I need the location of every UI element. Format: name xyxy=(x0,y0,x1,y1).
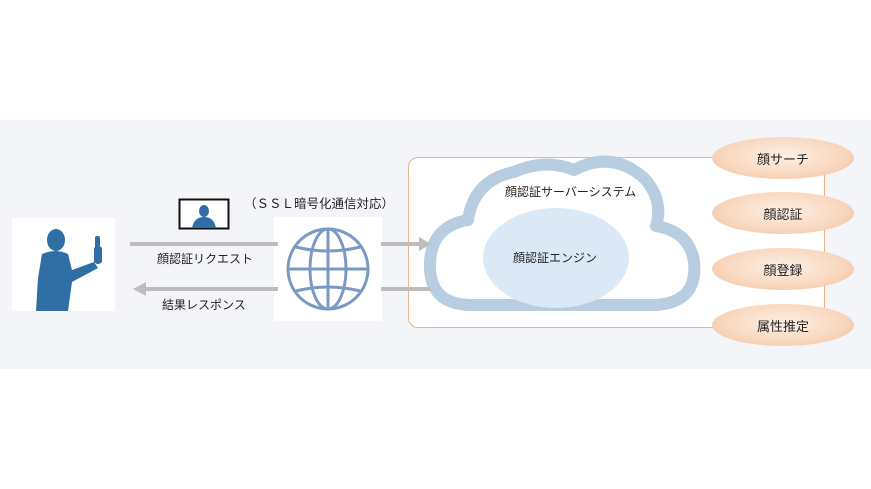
function-label: 顔登録 xyxy=(763,263,803,279)
face-screen-icon xyxy=(178,198,230,230)
internet-globe xyxy=(274,217,382,321)
server-system-label: 顔認証サーバーシステム xyxy=(505,185,637,199)
function-attribute-estimation: 属性推定 xyxy=(712,304,854,346)
engine-ellipse xyxy=(483,208,629,308)
response-label: 結果レスポンス xyxy=(162,298,246,312)
globe-icon xyxy=(286,227,370,311)
function-label: 顔サーチ xyxy=(756,152,809,168)
ssl-label: （ＳＳＬ暗号化通信対応） xyxy=(244,196,395,211)
function-label: 属性推定 xyxy=(756,319,809,335)
user-figure xyxy=(12,218,115,311)
function-face-search: 顔サーチ xyxy=(712,137,854,179)
function-label: 顔認証 xyxy=(763,207,803,223)
function-face-auth: 顔認証 xyxy=(712,192,854,234)
request-label: 顔認証リクエスト xyxy=(157,252,254,266)
person-with-phone-icon xyxy=(36,229,102,311)
function-face-register: 顔登録 xyxy=(712,248,854,290)
engine-label: 顔認証エンジン xyxy=(513,251,598,265)
request-arrow xyxy=(130,237,431,251)
response-arrow xyxy=(133,282,431,296)
